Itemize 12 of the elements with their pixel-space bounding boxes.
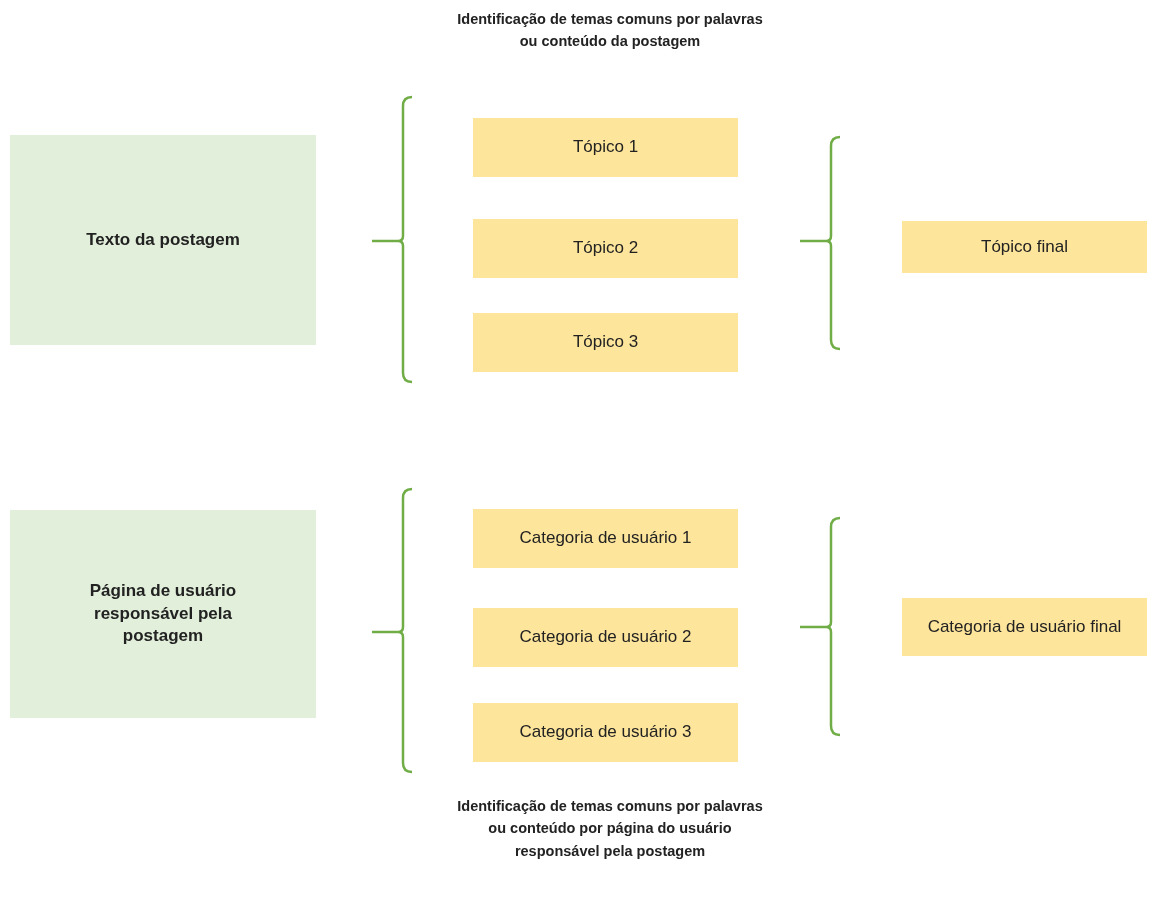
topic-box: Categoria de usuário 3 — [473, 703, 738, 762]
note-text: Identificação de temas comuns por palavras ou conteúdo da postagem — [456, 10, 764, 52]
input-box: Texto da postagem — [10, 135, 316, 345]
topic-box: Categoria de usuário final — [902, 598, 1147, 656]
topic-box: Tópico 1 — [473, 118, 738, 177]
topic-box: Tópico 3 — [473, 313, 738, 372]
topic-box: Categoria de usuário 1 — [473, 509, 738, 568]
input-box: Página de usuário responsável pela postagem — [10, 510, 316, 718]
topic-box: Categoria de usuário 2 — [473, 608, 738, 667]
topic-box: Tópico 2 — [473, 219, 738, 278]
topic-box: Tópico final — [902, 221, 1147, 273]
note-text: Identificação de temas comuns por palavras ou conteúdo por página do usuário responsável pela postagem — [456, 797, 764, 861]
